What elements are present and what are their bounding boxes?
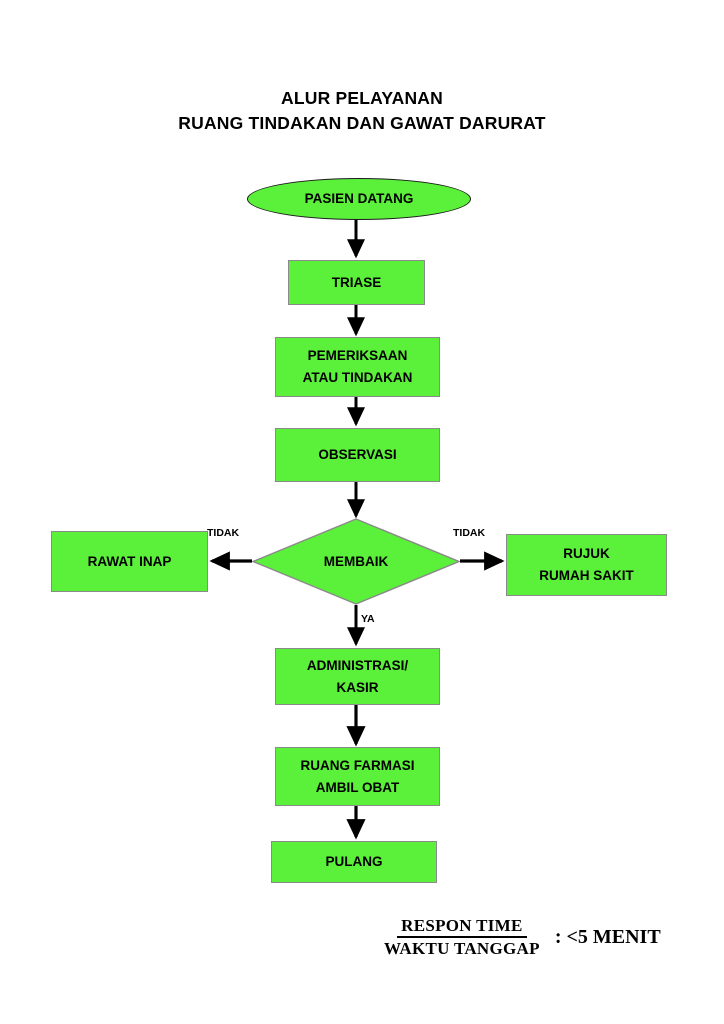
page-title: ALUR PELAYANAN RUANG TINDAKAN DAN GAWAT … — [0, 86, 724, 136]
node-rawat-inap[interactable]: RAWAT INAP — [51, 531, 208, 592]
node-observasi[interactable]: OBSERVASI — [275, 428, 440, 482]
node-administrasi-kasir[interactable]: ADMINISTRASI/ KASIR — [275, 648, 440, 705]
node-ruang-farmasi-label: RUANG FARMASI AMBIL OBAT — [300, 757, 415, 795]
edge-label-ya: YA — [361, 613, 375, 625]
response-time-fraction: RESPON TIME WAKTU TANGGAP — [380, 916, 544, 958]
node-pemeriksaan-label: PEMERIKSAAN ATAU TINDAKAN — [302, 348, 413, 385]
node-membaik[interactable]: MEMBAIK — [252, 518, 460, 605]
node-pasien-datang-label: PASIEN DATANG — [304, 191, 414, 206]
node-triase[interactable]: TRIASE — [288, 260, 425, 305]
node-rujuk-rumah-sakit[interactable]: RUJUK RUMAH SAKIT — [506, 534, 667, 596]
edge-label-tidak-left: TIDAK — [207, 527, 240, 539]
node-pasien-datang[interactable]: PASIEN DATANG — [247, 178, 471, 220]
node-pulang-label: PULANG — [325, 854, 383, 869]
node-rujuk-rumah-sakit-label: RUJUK RUMAH SAKIT — [539, 546, 634, 583]
response-time-value: : <5 MENIT — [554, 925, 661, 948]
node-ruang-farmasi[interactable]: RUANG FARMASI AMBIL OBAT — [275, 747, 440, 806]
node-triase-label: TRIASE — [331, 274, 382, 290]
node-administrasi-kasir-label: ADMINISTRASI/ KASIR — [306, 657, 409, 695]
node-pulang[interactable]: PULANG — [271, 841, 437, 883]
title-line-1: ALUR PELAYANAN — [281, 88, 443, 108]
edge-label-tidak-right: TIDAK — [453, 527, 486, 539]
diamond-shape — [252, 518, 460, 605]
response-time-numerator: RESPON TIME — [397, 916, 527, 938]
node-observasi-label: OBSERVASI — [318, 447, 397, 462]
node-pemeriksaan[interactable]: PEMERIKSAAN ATAU TINDAKAN — [275, 337, 440, 397]
node-rawat-inap-label: RAWAT INAP — [87, 553, 172, 569]
response-time-footer: RESPON TIME WAKTU TANGGAP : <5 MENIT — [380, 916, 661, 958]
title-line-2: RUANG TINDAKAN DAN GAWAT DARURAT — [178, 113, 546, 133]
response-time-denominator: WAKTU TANGGAP — [384, 939, 540, 958]
